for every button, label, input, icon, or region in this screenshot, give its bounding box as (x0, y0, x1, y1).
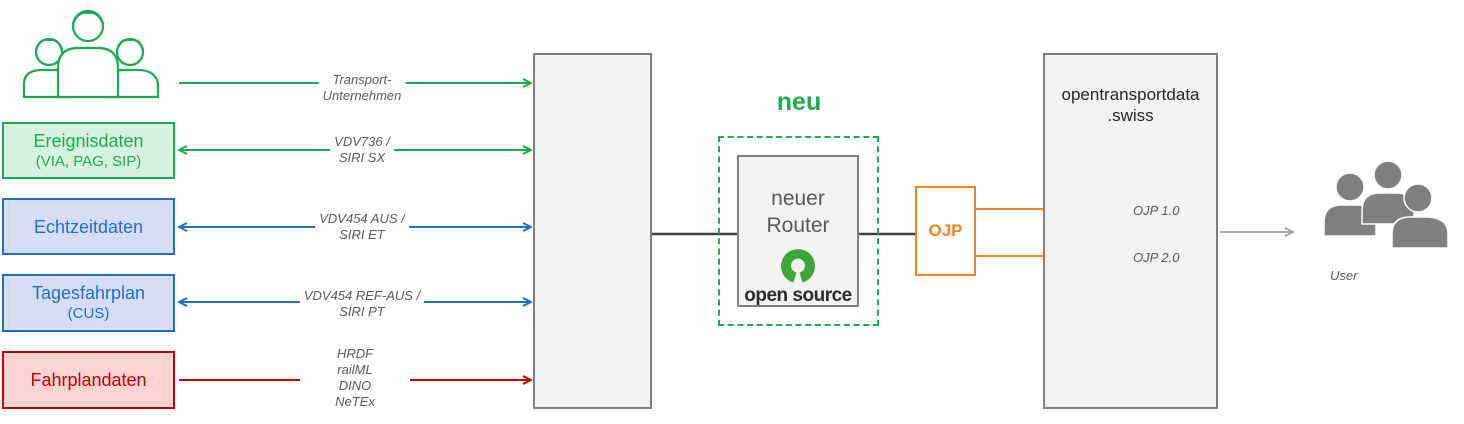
users-icon (1323, 160, 1449, 249)
source-subtitle: (CUS) (67, 305, 110, 322)
platform-line2: .swiss (1107, 106, 1154, 125)
label-line: SIRI SX (338, 150, 386, 165)
connector-label-vdv454-ref: VDV454 REF-AUS / SIRI PT (299, 288, 425, 320)
source-fahrplandaten: Fahrplandaten (2, 351, 175, 409)
source-title: Echtzeitdaten (33, 216, 144, 237)
label-line: Transport- (332, 72, 392, 87)
open-source-logo-icon (781, 249, 815, 283)
connector-label-vdv454-aus: VDV454 AUS / SIRI ET (315, 211, 409, 243)
connector-label-transport: Transport- Unternehmen (318, 72, 406, 104)
transport-companies-icon (22, 9, 160, 99)
label-line: VDV454 AUS / (319, 211, 405, 226)
user-label: User (1330, 268, 1358, 283)
source-title: Fahrplandaten (30, 370, 147, 390)
connector-label-fahrplan-formats: HRDF railML DINO NeTEx (331, 346, 379, 410)
new-component-frame (718, 136, 879, 326)
source-subtitle: (VIA, PAG, SIP) (35, 152, 142, 170)
format-item: NeTEx (335, 394, 375, 409)
endpoint-label-ojp1: OJP 1.0 (1133, 203, 1180, 218)
label-line: Unternehmen (322, 88, 402, 103)
endpoint-label-ojp2: OJP 2.0 (1133, 250, 1180, 265)
data-hub (533, 53, 652, 409)
label-line: SIRI PT (339, 304, 385, 319)
source-ereignisdaten: Ereignisdaten (VIA, PAG, SIP) (2, 122, 175, 179)
format-item: railML (337, 362, 373, 377)
format-item: DINO (338, 378, 372, 393)
platform-line1: opentransportdata (1061, 85, 1200, 104)
connector-label-vdv736: VDV736 / SIRI SX (330, 134, 394, 166)
format-item: HRDF (336, 346, 374, 361)
router-line2: Router (766, 214, 830, 237)
open-source-text: open source (744, 285, 852, 306)
neu-label: neu (776, 88, 822, 116)
source-title: Tagesfahrplan (31, 283, 146, 303)
label-line: VDV454 REF-AUS / (303, 288, 421, 303)
source-tagesfahrplan: Tagesfahrplan (CUS) (2, 274, 175, 332)
ojp-box: OJP (915, 186, 976, 276)
source-title: Ereignisdaten (33, 130, 144, 151)
router-box: neuer Router open source (737, 155, 859, 307)
platform-box: opentransportdata .swiss (1043, 53, 1218, 409)
source-echtzeitdaten: Echtzeitdaten (2, 198, 175, 255)
label-line: VDV736 / (334, 134, 390, 149)
label-line: SIRI ET (339, 227, 385, 242)
router-line1: neuer (771, 187, 825, 210)
